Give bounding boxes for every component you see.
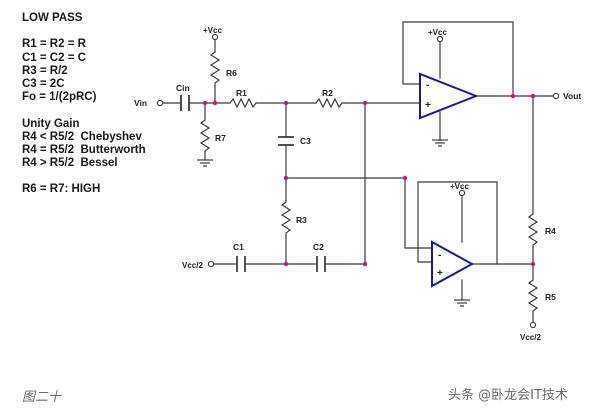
terminal-vcc-op2 — [458, 189, 466, 197]
label-r4: R4 — [545, 226, 556, 236]
resistor-r7 — [199, 119, 211, 152]
label-r7: R7 — [215, 133, 226, 143]
equation-line: R1 = R2 = R — [22, 38, 86, 51]
watermark-text: 头条 @卧龙会IT技术 — [448, 388, 568, 403]
terminal-vout — [552, 92, 560, 100]
terminal-vcc-op1 — [436, 35, 444, 43]
gain-title: Unity Gain — [22, 117, 80, 130]
opamp1-plus-sign: + — [425, 100, 431, 111]
label-c3: C3 — [300, 136, 311, 146]
opamp2-minus-sign: - — [438, 250, 441, 261]
junction-r1-r2 — [283, 100, 289, 106]
junction-r4-r5 — [530, 261, 536, 267]
terminal-vin — [156, 99, 164, 107]
label-vcc-r6: +Vcc — [203, 26, 222, 35]
ground-symbol-op1 — [432, 139, 448, 147]
opamp-buffer-stage: - + — [431, 240, 475, 288]
equation-line: C1 = C2 = C — [22, 51, 86, 64]
ground-symbol-op2 — [454, 299, 470, 307]
junction-mid-right — [402, 175, 408, 181]
opamp2-plus-sign: + — [437, 268, 443, 279]
label-vout: Vout — [563, 91, 581, 101]
junction-r2-op1 — [362, 100, 368, 106]
resistor-r3 — [280, 201, 292, 236]
label-c1: C1 — [233, 242, 244, 252]
wire-mid-bus — [285, 177, 433, 249]
junction-vout-rail — [530, 93, 536, 99]
capacitor-cin — [180, 95, 190, 111]
gain-rule: R4 = R5/2 Butterworth — [22, 143, 146, 156]
figure-caption: 图二十 — [22, 390, 62, 405]
junction-input — [202, 100, 208, 106]
junction-r6 — [212, 100, 218, 106]
resistor-r1 — [229, 97, 257, 109]
wire-op1-feedback — [402, 21, 514, 97]
label-r1: R1 — [236, 88, 247, 98]
label-r6: R6 — [226, 68, 237, 78]
label-cin: Cin — [176, 83, 190, 93]
capacitor-c1 — [236, 256, 246, 272]
label-r2: R2 — [322, 88, 333, 98]
terminal-vcc2-right — [529, 321, 537, 329]
junction-c2-right — [362, 261, 368, 267]
label-vcc2-left: Vcc/2 — [182, 261, 203, 270]
label-vcc-op2: +Vcc — [450, 182, 469, 191]
junction-vout — [510, 93, 516, 99]
ground-symbol-r7 — [197, 159, 213, 167]
opamp1-minus-sign: - — [426, 80, 429, 91]
notes-title: LOW PASS — [22, 12, 83, 24]
equation-line: C3 = 2C — [22, 77, 65, 90]
junction-c1-c2 — [283, 261, 289, 267]
resistor-r2 — [315, 97, 346, 109]
label-r5: R5 — [545, 292, 556, 302]
label-vin: Vin — [134, 98, 147, 108]
label-c2: C2 — [313, 242, 324, 252]
terminal-vcc-r6 — [211, 33, 219, 41]
terminal-vcc2-left — [207, 260, 215, 268]
resistor-r6 — [209, 51, 221, 86]
label-r3: R3 — [296, 215, 307, 225]
equation-line: R3 = R/2 — [22, 64, 68, 77]
junction-mid — [283, 175, 289, 181]
gain-rule: R4 > R5/2 Bessel — [22, 157, 118, 170]
design-notes: LOW PASS R1 = R2 = R C1 = C2 = C R3 = R/… — [22, 12, 146, 197]
equation-line: Fo = 1/(2pRC) — [22, 91, 97, 104]
resistor-r4 — [527, 213, 539, 248]
circuit-wires — [162, 21, 554, 323]
opamp-output-stage: - + — [419, 72, 479, 120]
label-vcc-op1: +Vcc — [428, 28, 447, 37]
resistor-r5 — [527, 279, 539, 314]
high-note: R6 = R7: HIGH — [22, 183, 101, 196]
label-vcc2-right: Vcc/2 — [520, 333, 541, 342]
gain-rule: R4 < R5/2 Chebyshev — [22, 130, 142, 143]
capacitor-c3 — [278, 136, 294, 146]
wire-op2-feedback — [417, 181, 498, 265]
capacitor-c2 — [316, 256, 326, 272]
